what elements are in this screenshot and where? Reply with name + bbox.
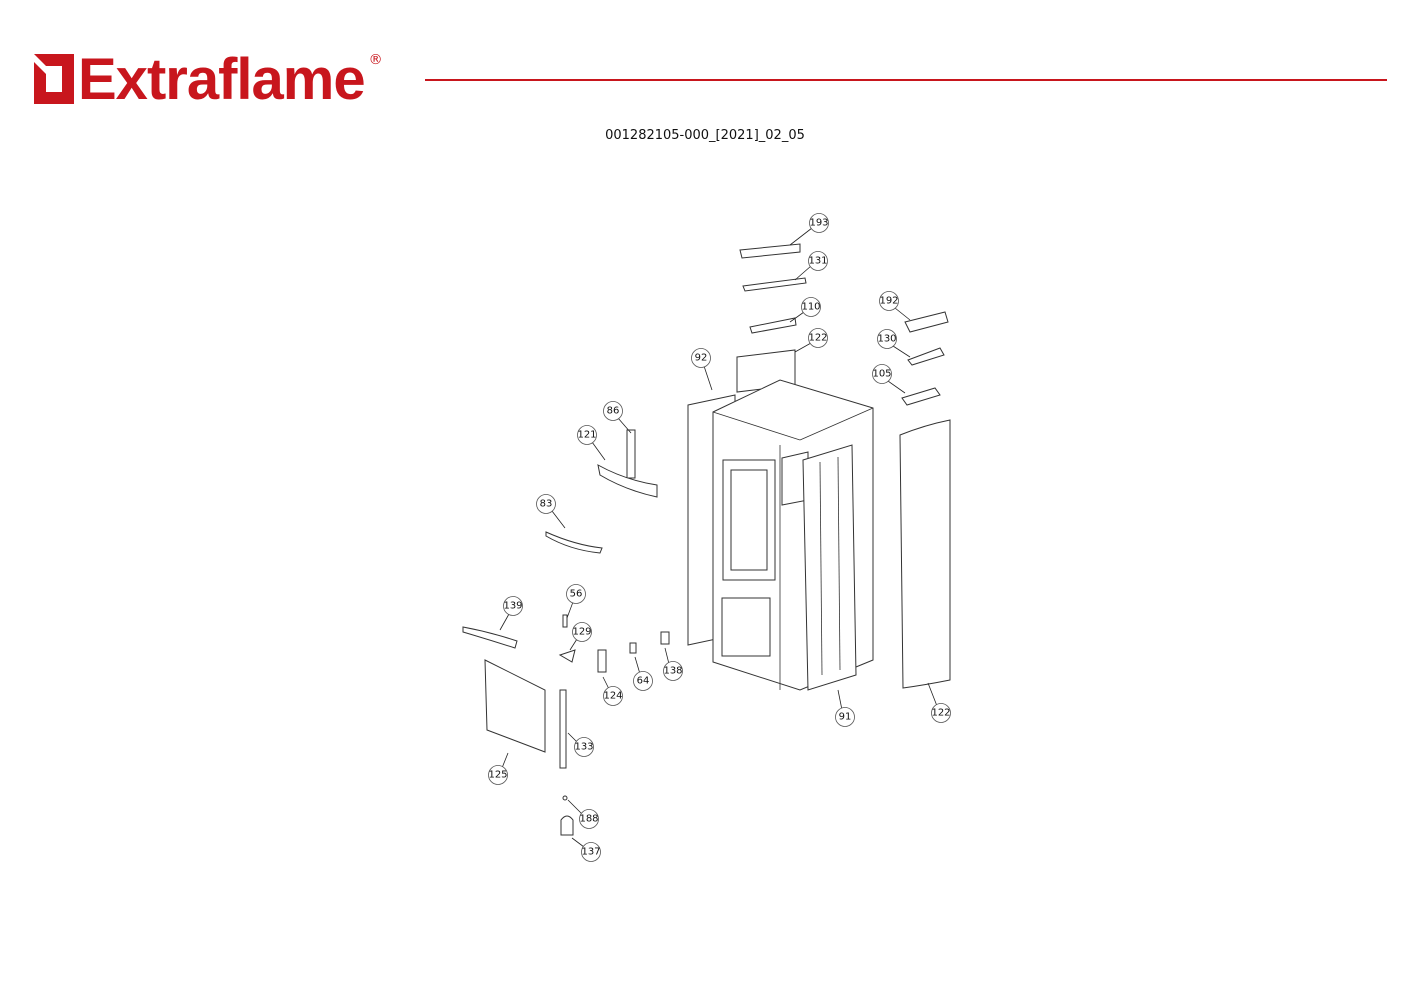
callout-130: 130	[877, 329, 897, 349]
svg-text:188: 188	[579, 814, 598, 825]
callout-193: 193	[809, 213, 829, 233]
registered-mark: ®	[368, 52, 383, 68]
callout-110: 110	[801, 297, 821, 317]
logo-mark-icon	[34, 54, 74, 104]
callout-86: 86	[603, 401, 623, 421]
document-code: 001282105-000_[2021]_02_05	[605, 128, 805, 143]
callout-56: 56	[566, 584, 586, 604]
svg-text:92: 92	[695, 353, 708, 364]
callout-122-rear: 122	[808, 328, 828, 348]
svg-text:86: 86	[607, 406, 620, 417]
svg-text:64: 64	[637, 676, 650, 687]
leader-lines	[499, 227, 938, 848]
callout-121: 121	[577, 425, 597, 445]
callout-83: 83	[536, 494, 556, 514]
callout-137: 137	[581, 842, 601, 862]
svg-text:131: 131	[808, 256, 827, 267]
svg-text:137: 137	[581, 847, 600, 858]
svg-text:124: 124	[603, 691, 622, 702]
callout-192: 192	[879, 291, 899, 311]
callout-125: 125	[488, 765, 508, 785]
brand-name: Extraflame	[78, 47, 366, 112]
header-rule	[425, 79, 1387, 81]
svg-text:110: 110	[801, 302, 820, 313]
svg-text:121: 121	[577, 430, 596, 441]
svg-text:193: 193	[809, 218, 828, 229]
callout-64: 64	[633, 671, 653, 691]
callout-92: 92	[691, 348, 711, 368]
callout-122-side: 122	[931, 703, 951, 723]
callout-91: 91	[835, 707, 855, 727]
svg-text:125: 125	[488, 770, 507, 781]
svg-text:192: 192	[879, 296, 898, 307]
svg-text:133: 133	[574, 742, 593, 753]
callout-105: 105	[872, 364, 892, 384]
svg-text:138: 138	[663, 666, 682, 677]
svg-text:122: 122	[808, 333, 827, 344]
callout-188: 188	[579, 809, 599, 829]
callout-139: 139	[503, 596, 523, 616]
svg-text:56: 56	[570, 589, 583, 600]
svg-text:130: 130	[877, 334, 896, 345]
callout-129: 129	[572, 622, 592, 642]
callout-124: 124	[603, 686, 623, 706]
svg-text:105: 105	[872, 369, 891, 380]
callout-131: 131	[808, 251, 828, 271]
svg-text:91: 91	[839, 712, 852, 723]
svg-text:122: 122	[931, 708, 950, 719]
callout-133: 133	[574, 737, 594, 757]
callout-138: 138	[663, 661, 683, 681]
brand-logo: Extraflame ®	[34, 50, 383, 110]
svg-text:139: 139	[503, 601, 522, 612]
svg-text:129: 129	[572, 627, 591, 638]
parts-drawing	[462, 243, 951, 836]
svg-text:83: 83	[540, 499, 553, 510]
